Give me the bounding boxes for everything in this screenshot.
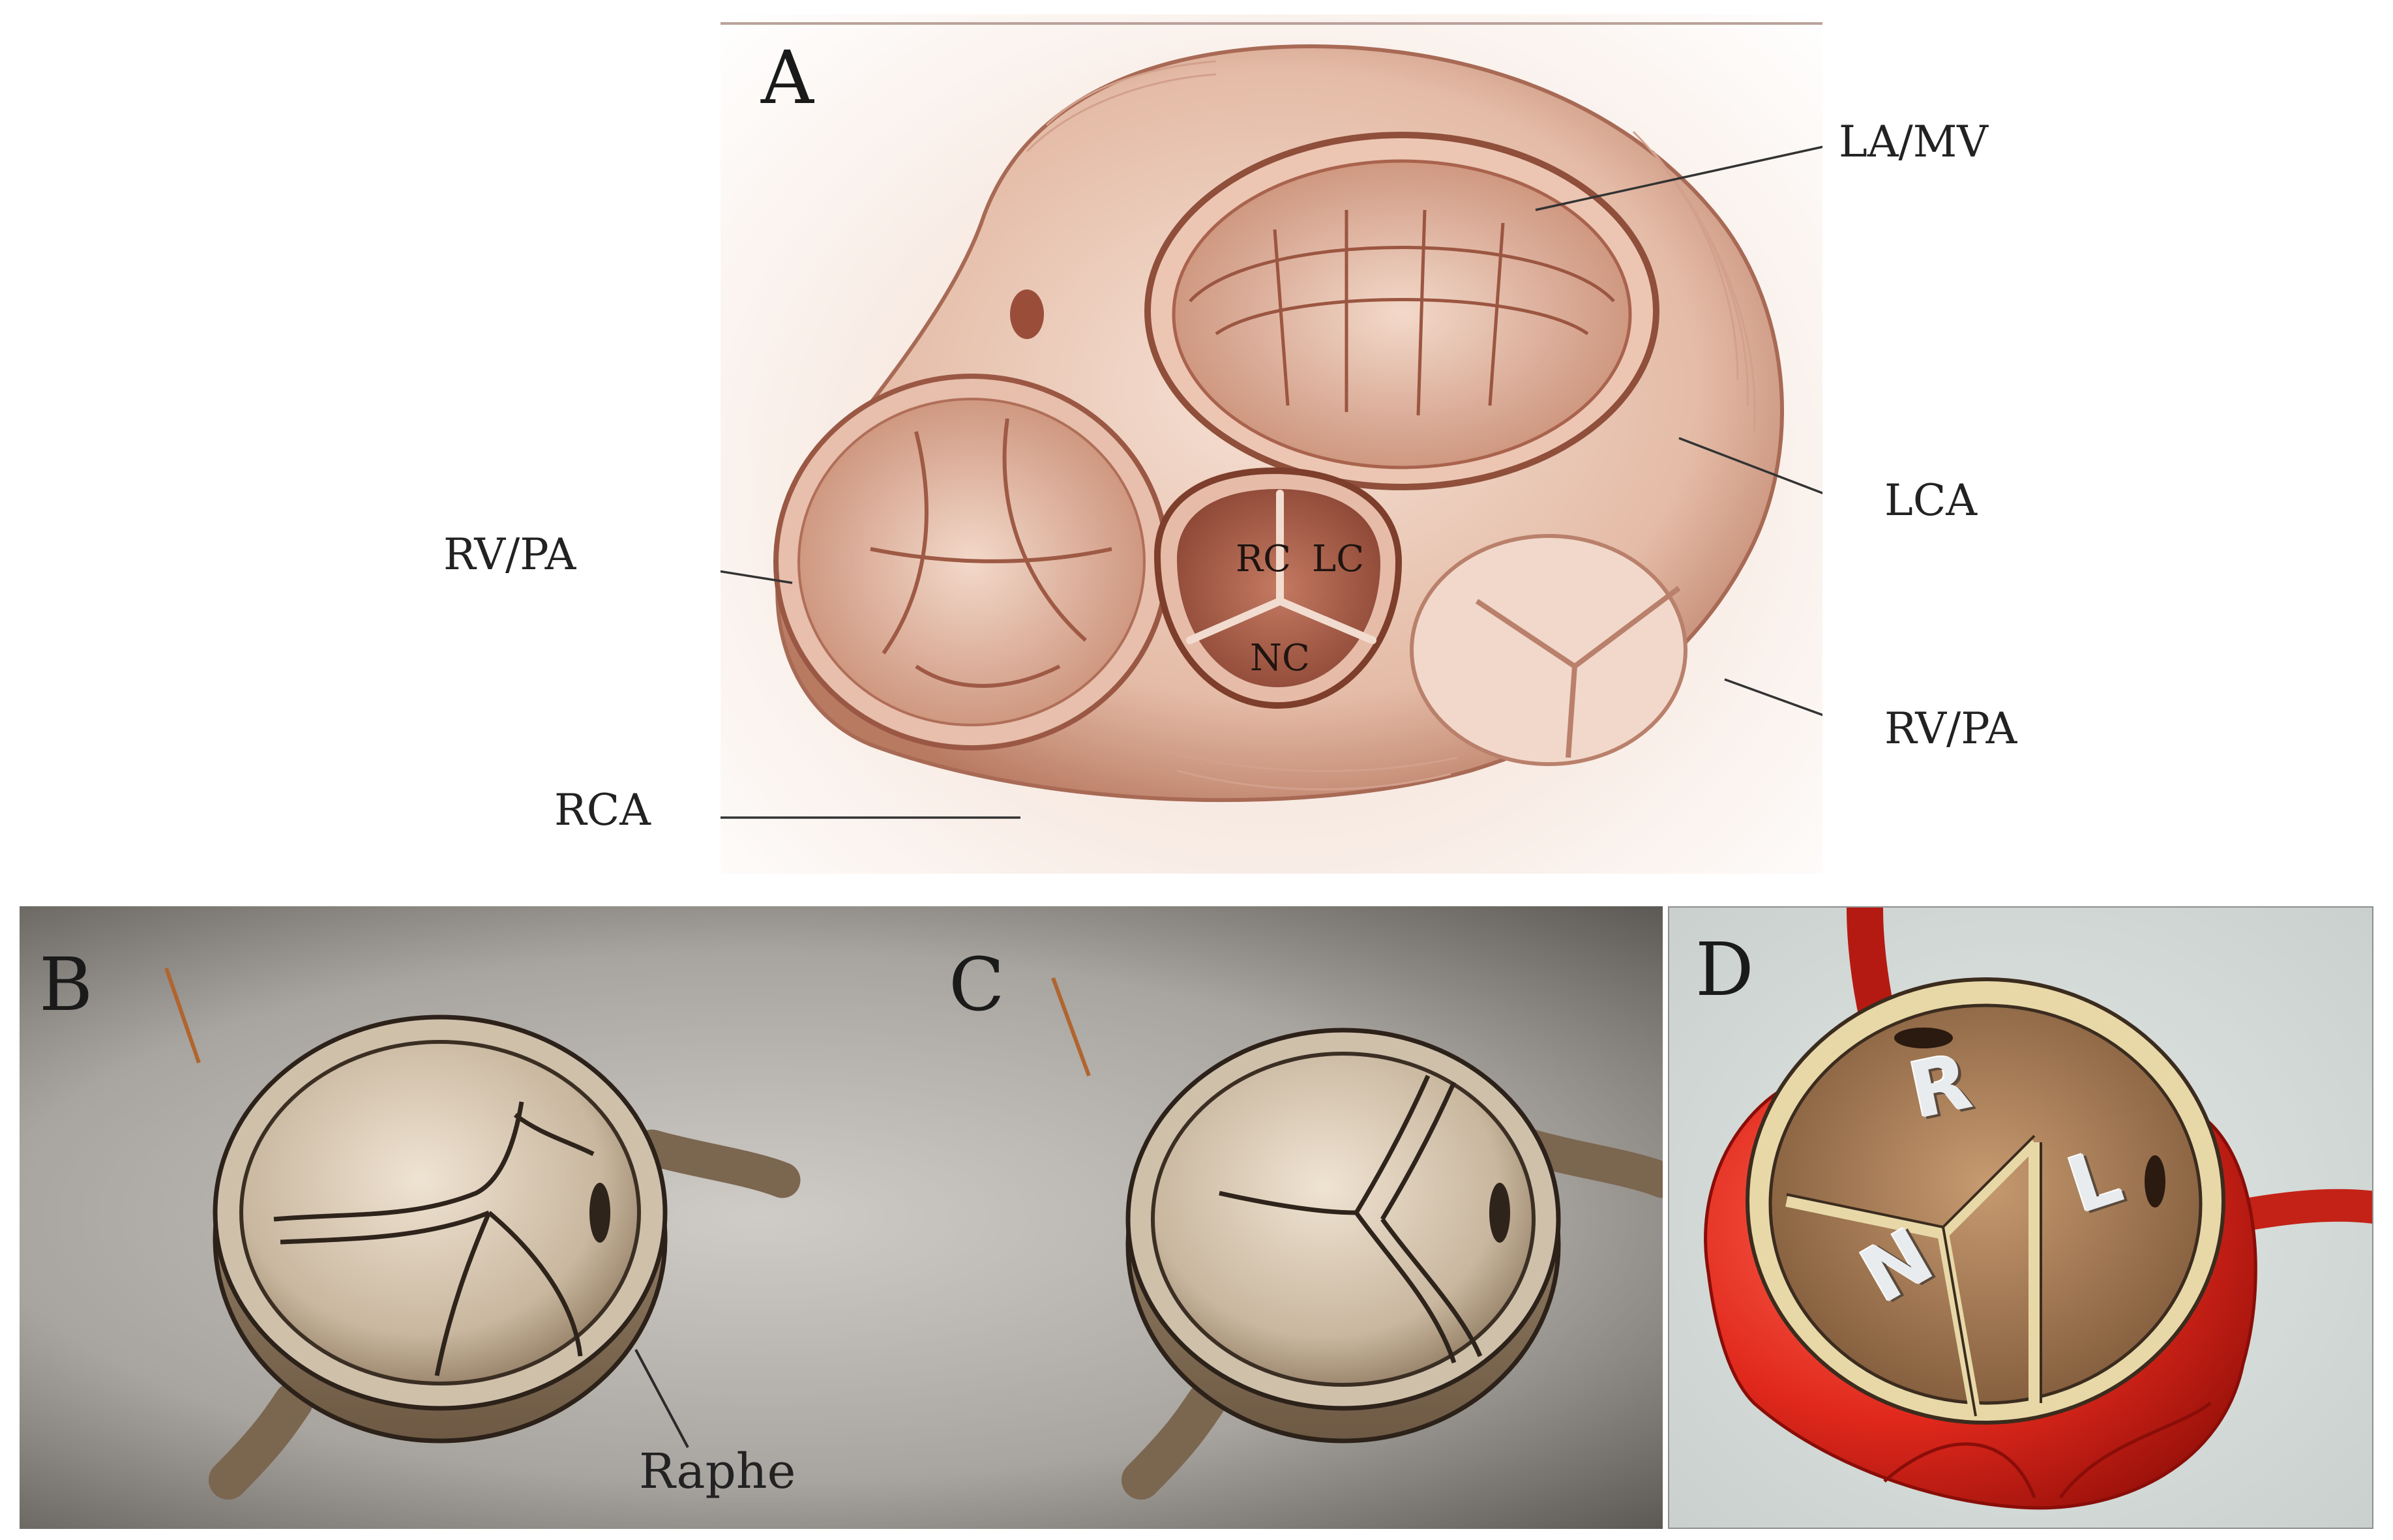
coronary-ostium [1010,289,1044,339]
raphe-leader [634,1349,689,1448]
panel-a-letter: A [761,36,814,121]
panel-a-drawing [721,22,1822,819]
valve-c [1122,1028,1663,1500]
mitral-valve [1172,159,1632,469]
scalpel-mark-b [164,968,201,1063]
label-rca: RCA [554,785,651,835]
rv-pa-right-commissures [1475,585,1681,758]
aortic-lumen [1768,1003,2203,1405]
panel-bc-bicuspid-valves: B C Raphe [20,906,1663,1529]
right-coronary-ostium [1894,1028,1953,1048]
scalpel-mark-c [1051,977,1091,1077]
panel-c-letter: C [949,943,1005,1028]
aortic-commissures [1186,490,1376,644]
label-raphe: Raphe [639,1444,796,1500]
leader-lines [721,145,1822,819]
panel-b-letter: B [39,943,93,1028]
label-la-mv: LA/MV [1839,117,1988,167]
cusp-outlines-d [1786,1134,2042,1417]
panel-a-heart-base-illustration: A RC LC NC [721,14,1822,874]
panel-d-letter: D [1695,928,1754,1013]
label-rv-pa-left: RV/PA [443,529,576,580]
cusp-label-nc: NC [1250,637,1310,679]
label-lca: LCA [1884,475,1977,526]
valve-b [209,1014,801,1500]
label-rv-pa-right: RV/PA [1884,703,2017,754]
mitral-leaflet-folds [1189,209,1615,416]
cusp-label-rc: RC [1236,538,1292,580]
muscle-striations [1026,60,1756,791]
left-coronary-ostium [2145,1155,2165,1207]
panel-bc-drawing [164,968,1663,1500]
cusp-label-lc: LC [1312,538,1365,580]
rv-pa-left-folds [870,418,1112,688]
panel-d-drawing [1704,908,2372,1510]
panel-d-tricuspid-valve: D R L N [1668,906,2373,1529]
